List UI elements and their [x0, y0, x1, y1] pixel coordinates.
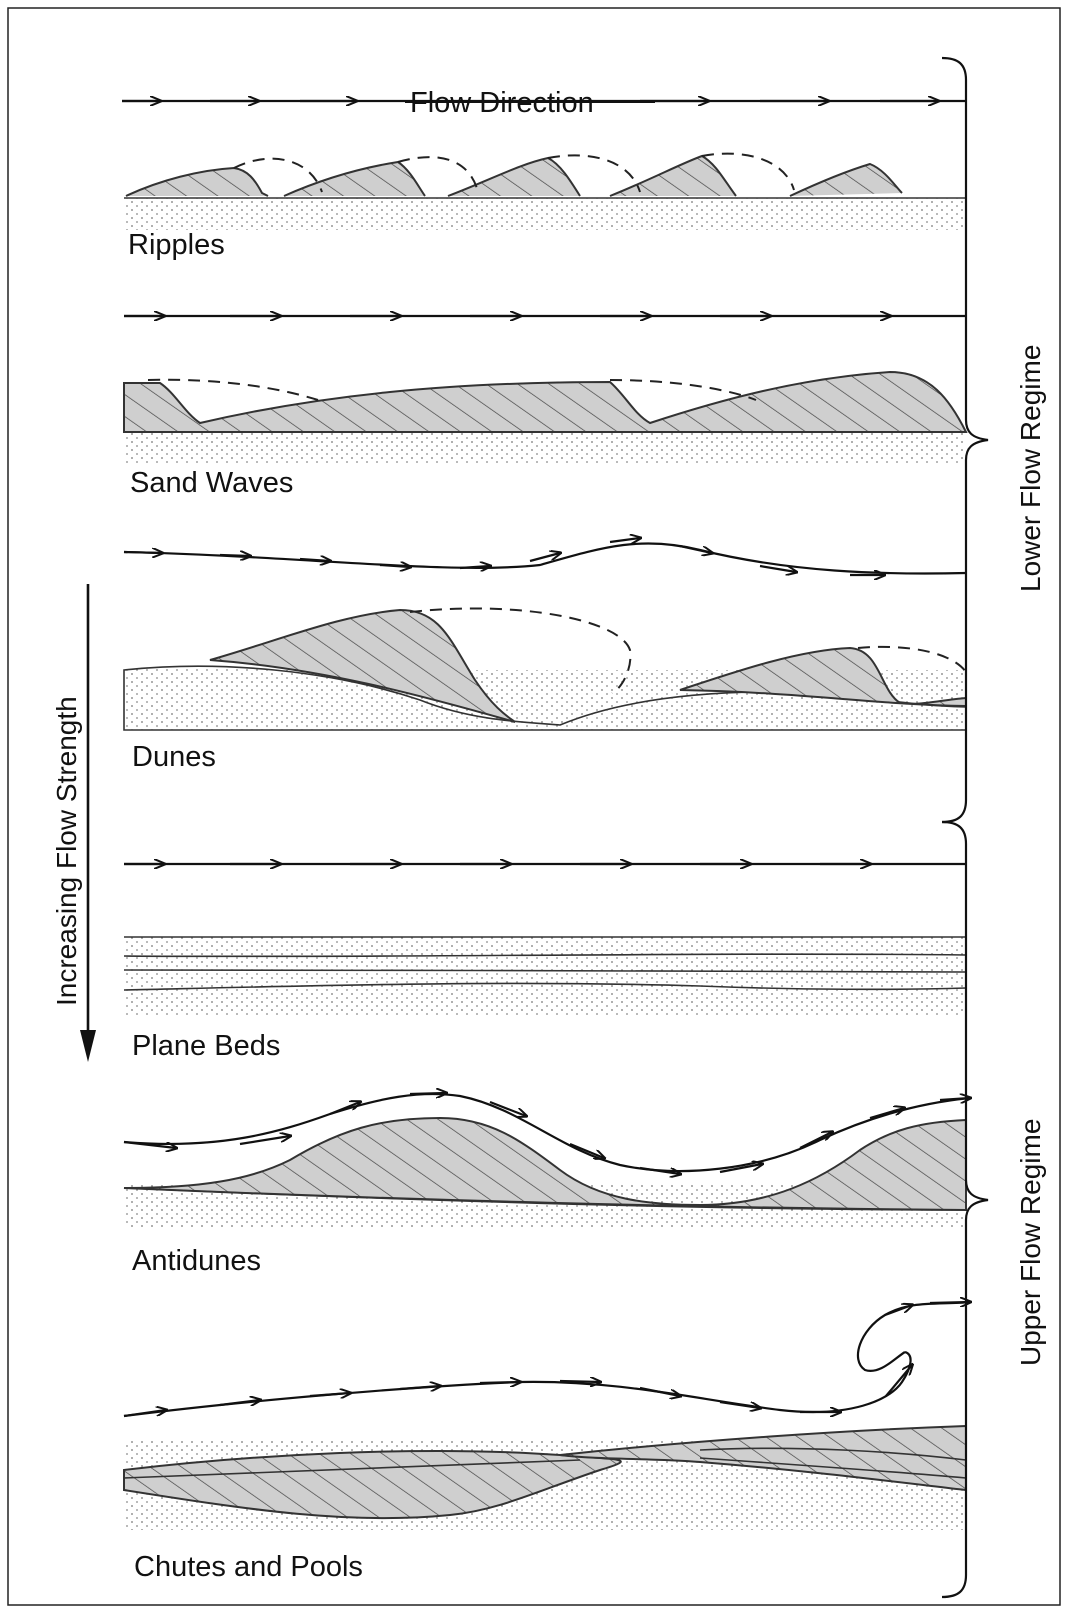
flow-strength-axis: Increasing Flow Strength — [51, 584, 96, 1062]
flow-arrows — [123, 1093, 970, 1174]
bedform-label-chutes-and-pools: Chutes and Pools — [134, 1551, 363, 1583]
sand-substrate — [124, 433, 966, 463]
chute-pool-laminae — [123, 1447, 967, 1479]
dune-crest-2 — [679, 646, 967, 708]
upper-regime-brace: Upper Flow Regime — [941, 820, 1046, 1599]
chute-pool-fill-right — [559, 1424, 967, 1492]
figure-frame — [7, 7, 1061, 1606]
lower-regime-label: Lower Flow Regime — [1015, 345, 1046, 592]
bedform-label-dunes: Dunes — [132, 741, 216, 773]
dune-ghost-crests — [409, 607, 967, 694]
dunes-panel: Dunes — [123, 538, 967, 773]
dune-crest-1 — [209, 608, 516, 723]
plane-beds-panel: Plane Beds — [123, 864, 967, 1062]
antidunes-panel: Antidunes — [123, 1093, 970, 1277]
sand-wave-ghost-crests — [147, 378, 757, 401]
bedform-label-antidunes: Antidunes — [132, 1245, 261, 1277]
bedform-label-ripples: Ripples — [128, 229, 225, 261]
sand-wave-body — [123, 370, 968, 433]
ripple-crests — [125, 154, 903, 197]
flow-strength-label: Increasing Flow Strength — [51, 696, 82, 1006]
bedform-label-plane-beds: Plane Beds — [132, 1030, 280, 1062]
ripple-ghost-crests — [233, 152, 795, 193]
chute-pool-fill-left — [123, 1449, 622, 1520]
antidune-body — [123, 1116, 967, 1212]
ripples-panel: Flow Direction Ripples — [122, 87, 966, 261]
plane-bed-laminae — [123, 936, 967, 991]
flow-arrows — [123, 1302, 970, 1418]
sand-substrate — [124, 198, 966, 230]
arrow-down-icon — [80, 1030, 96, 1062]
chutes-and-pools-panel: Chutes and Pools — [123, 1300, 971, 1583]
sand-waves-panel: Sand Waves — [123, 316, 968, 499]
upper-regime-label: Upper Flow Regime — [1015, 1119, 1046, 1366]
flow-arrows — [123, 538, 884, 575]
lower-regime-brace: Lower Flow Regime — [941, 56, 1046, 824]
antidune-base — [123, 1187, 967, 1211]
bedform-label-sand-waves: Sand Waves — [130, 467, 293, 499]
sand-substrate — [124, 936, 966, 1016]
chute-curl — [856, 1300, 971, 1372]
